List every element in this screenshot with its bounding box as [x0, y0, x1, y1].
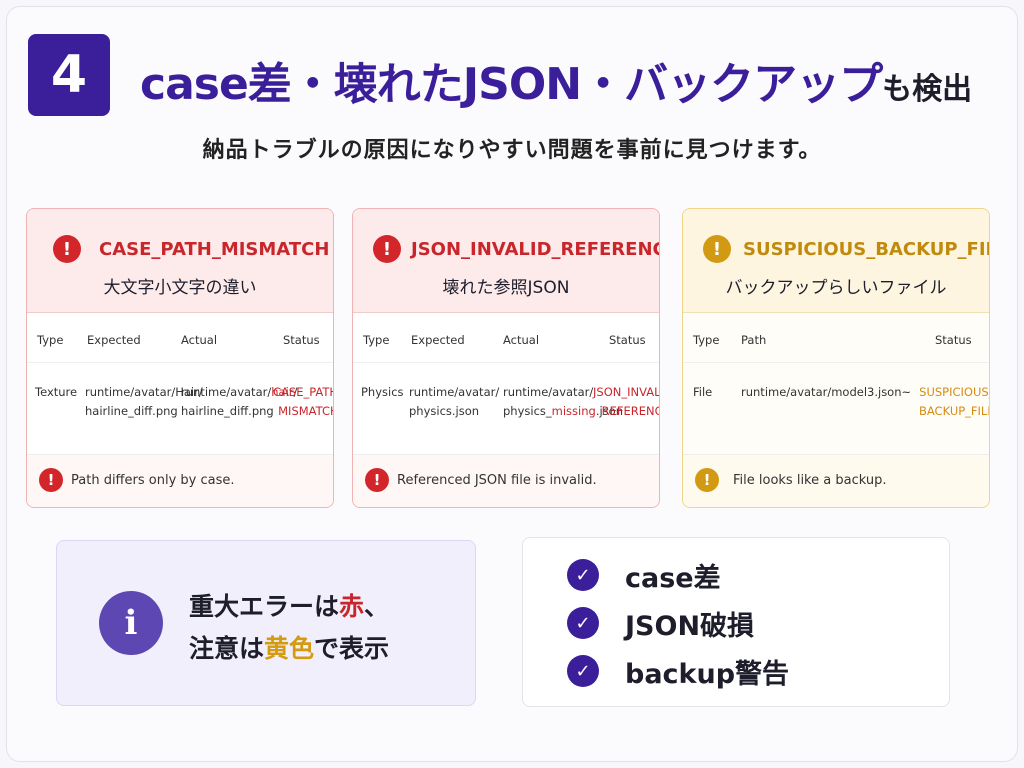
col-type: Type — [37, 333, 64, 347]
cell-status: JSON_INVALID_REFERENCE — [593, 385, 660, 418]
col-path: Path — [741, 333, 767, 347]
exclamation-circle-icon: ! — [703, 235, 731, 263]
cell-type: Texture — [35, 385, 78, 399]
table-header: Type Path Status — [683, 313, 989, 363]
card-footer: ! Path differs only by case. — [27, 455, 333, 507]
check-circle-icon: ✓ — [567, 655, 599, 687]
col-actual: Actual — [181, 333, 218, 347]
check-circle-icon: ✓ — [567, 607, 599, 639]
cell-actual: runtime/avatar/hair/hairline_diff.png — [181, 385, 298, 418]
table-row: Physics runtime/avatar/physics.json runt… — [353, 363, 659, 455]
card-description: バックアップらしいファイル — [725, 278, 947, 298]
card-footer: ! Referenced JSON file is invalid. — [353, 455, 659, 507]
card-header: ! SUSPICIOUS_BACKUP_FILE バックアップらしいファイル — [683, 209, 989, 313]
col-type: Type — [363, 333, 390, 347]
table-header: Type Expected Actual Status — [27, 313, 333, 363]
cell-expected: runtime/avatar/physics.json — [409, 385, 500, 418]
card-footer-text: File looks like a backup. — [733, 473, 887, 488]
card-error-code: JSON_INVALID_REFERENCE — [411, 239, 660, 260]
card-footer: ! File looks like a backup. — [683, 455, 989, 507]
step-number-badge: 4 — [28, 34, 110, 116]
exclamation-circle-icon: ! — [365, 468, 389, 492]
exclamation-circle-icon: ! — [39, 468, 63, 492]
page-subtitle: 納品トラブルの原因になりやすい問題を事前に見つけます。 — [202, 138, 822, 163]
table-row: Texture runtime/avatar/Hair/hairline_dif… — [27, 363, 333, 455]
cell-actual: runtime/avatar/physics_missing.json — [503, 385, 623, 418]
check-circle-icon: ✓ — [567, 559, 599, 591]
card-header: ! JSON_INVALID_REFERENCE 壊れた参照JSON — [353, 209, 659, 313]
info-circle-icon: i — [99, 591, 163, 655]
card-description: 壊れた参照JSON — [442, 278, 570, 298]
info-line-1: 重大エラーは赤、 — [189, 592, 390, 621]
exclamation-circle-icon: ! — [695, 468, 719, 492]
col-actual: Actual — [503, 333, 540, 347]
page-title: case差・壊れたJSON・バックアップも検出 — [140, 48, 972, 112]
col-type: Type — [693, 333, 720, 347]
card-warning-code: SUSPICIOUS_BACKUP_FILE — [743, 239, 990, 260]
cell-type: Physics — [361, 385, 404, 399]
col-expected: Expected — [411, 333, 465, 347]
card-suspicious-backup-file: ! SUSPICIOUS_BACKUP_FILE バックアップらしいファイル T… — [682, 208, 990, 508]
checklist-label: backup警告 — [625, 658, 790, 690]
table-row: File runtime/avatar/model3.json~ SUSPICI… — [683, 363, 989, 455]
col-status: Status — [935, 333, 972, 347]
col-expected: Expected — [87, 333, 141, 347]
cell-status: CASE_PATH_MISMATCH — [273, 385, 334, 418]
exclamation-circle-icon: ! — [53, 235, 81, 263]
card-case-path-mismatch: ! CASE_PATH_MISMATCH 大文字小文字の違い Type Expe… — [26, 208, 334, 508]
cell-type: File — [693, 385, 713, 399]
list-item: ✓ case差 — [567, 558, 721, 594]
title-suffix: も検出 — [882, 72, 973, 107]
card-json-invalid-reference: ! JSON_INVALID_REFERENCE 壊れた参照JSON Type … — [352, 208, 660, 508]
card-header: ! CASE_PATH_MISMATCH 大文字小文字の違い — [27, 209, 333, 313]
card-description: 大文字小文字の違い — [103, 278, 257, 298]
col-status: Status — [283, 333, 320, 347]
cell-status: SUSPICIOUS_BACKUP_FILE — [919, 385, 990, 418]
card-error-code: CASE_PATH_MISMATCH — [99, 239, 330, 260]
title-main: case差・壊れたJSON・バックアップ — [140, 59, 883, 110]
cell-path: runtime/avatar/model3.json~ — [741, 385, 912, 399]
list-item: ✓ backup警告 — [567, 654, 790, 690]
detection-checklist: ✓ case差 ✓ JSON破損 ✓ backup警告 — [522, 537, 950, 707]
checklist-label: JSON破損 — [625, 610, 755, 642]
cell-expected: runtime/avatar/Hair/hairline_diff.png — [85, 385, 203, 418]
exclamation-circle-icon: ! — [373, 235, 401, 263]
card-footer-text: Referenced JSON file is invalid. — [397, 473, 597, 488]
checklist-label: case差 — [625, 562, 721, 594]
table-header: Type Expected Actual Status — [353, 313, 659, 363]
col-status: Status — [609, 333, 646, 347]
info-line-2: 注意は黄色で表示 — [189, 634, 390, 663]
list-item: ✓ JSON破損 — [567, 606, 755, 642]
severity-info-box: i 重大エラーは赤、 注意は黄色で表示 — [56, 540, 476, 706]
card-footer-text: Path differs only by case. — [71, 473, 235, 488]
